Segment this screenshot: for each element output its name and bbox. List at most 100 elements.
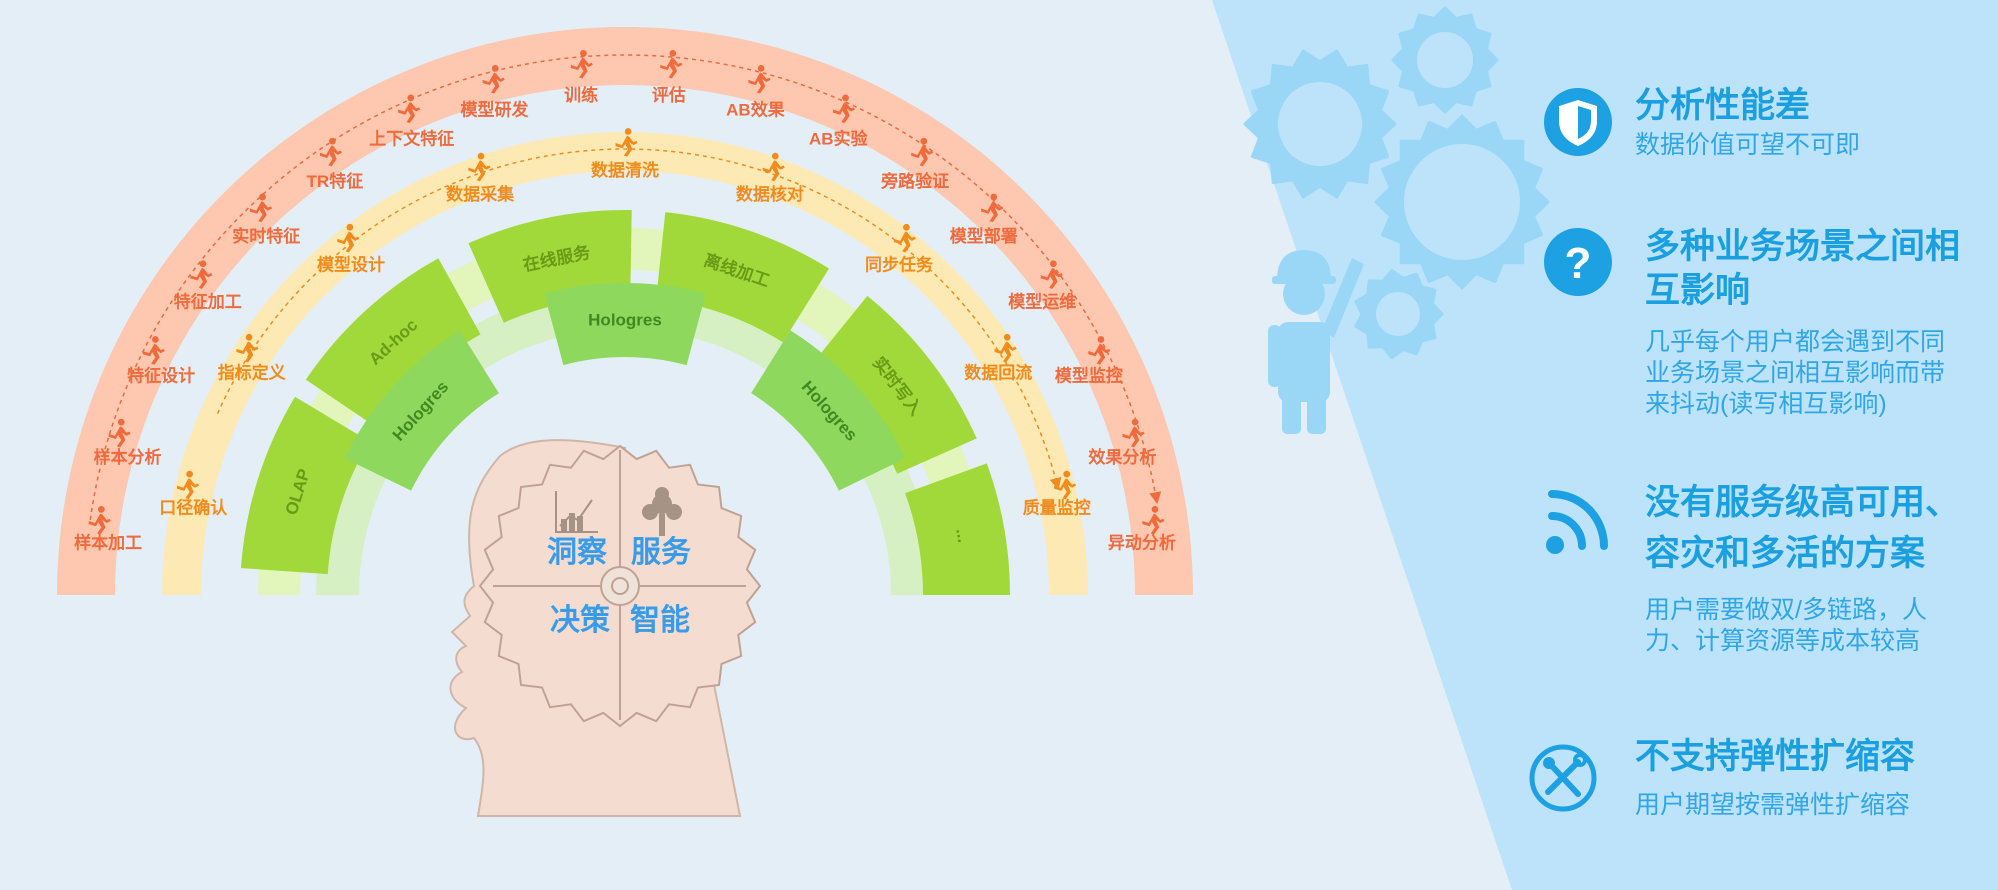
outer-ring-item: AB效果 — [726, 64, 785, 120]
green-ring-segment: 离线加工 — [656, 212, 830, 343]
middle-ring-item: 数据清洗 — [591, 128, 659, 180]
point-1-title: 分析性能差 — [1635, 86, 1811, 125]
outer-ring-item: 训练 — [564, 49, 598, 105]
outer-ring-label: 模型部署 — [950, 226, 1018, 246]
outer-ring-label: AB效果 — [726, 100, 785, 120]
middle-ring-label: 模型设计 — [317, 254, 385, 274]
green-ring-segment: OLAP — [240, 396, 370, 575]
signal-icon — [1546, 490, 1608, 554]
green-segment-label: ... — [952, 527, 973, 544]
middle-ring-item: 口径确认 — [159, 470, 228, 517]
outer-ring-item: 异动分析 — [1108, 506, 1176, 552]
middle-ring-item: 数据采集 — [446, 152, 515, 204]
outer-ring-label: 特征设计 — [127, 366, 195, 386]
outer-ring-item: 样本加工 — [74, 506, 142, 552]
outer-ring-item: 评估 — [652, 49, 686, 105]
outer-ring-label: 上下文特征 — [369, 129, 454, 149]
outer-ring-item: 模型部署 — [950, 193, 1018, 246]
inner-segment-label: Hologres — [588, 310, 662, 329]
inner-ring-segment: Hologres — [544, 283, 706, 366]
point-4-desc: 用户期望按需弹性扩缩容 — [1635, 791, 1911, 819]
gear-icon — [1354, 268, 1444, 360]
outer-ring-item: 效果分析 — [1088, 418, 1156, 467]
outer-ring-item: 模型监控 — [1055, 336, 1123, 386]
outer-ring-item: 模型研发 — [461, 64, 530, 120]
point-1-desc: 数据价值可望不可即 — [1635, 131, 1861, 159]
outer-ring-label: 样本加工 — [74, 532, 142, 552]
point-3-desc-line-2: 力、计算资源等成本较高 — [1645, 627, 1921, 655]
middle-ring-item: 数据核对 — [736, 152, 804, 204]
outer-ring-label: 模型监控 — [1055, 366, 1123, 386]
outer-ring-label: 模型研发 — [461, 100, 530, 120]
middle-ring-label: 数据回流 — [964, 363, 1032, 383]
outer-ring-label: 模型运维 — [1008, 291, 1076, 311]
middle-flow-arrow — [216, 148, 1062, 491]
outer-ring-label: 效果分析 — [1088, 447, 1156, 467]
brain-label-service: 服务 — [631, 536, 691, 569]
middle-ring-label: 数据采集 — [446, 184, 515, 204]
middle-ring-label: 口径确认 — [159, 497, 228, 517]
point-3-title-line-1: 没有服务级高可用、 — [1645, 483, 1961, 522]
brain-label-intelligence: 智能 — [630, 604, 690, 637]
inner-ring-segment: Hologres — [751, 330, 906, 491]
gear-icon — [1243, 49, 1397, 199]
middle-ring-item: 指标定义 — [218, 333, 286, 383]
gear-icon — [1374, 114, 1550, 290]
outer-ring-label: 旁路验证 — [880, 171, 949, 191]
middle-ring-label: 同步任务 — [865, 254, 934, 274]
outer-ring-item: TR特征 — [307, 137, 364, 191]
outer-ring-item: AB实验 — [809, 94, 869, 149]
middle-ring-item: 同步任务 — [865, 223, 934, 274]
outer-ring-label: 评估 — [652, 85, 686, 105]
point-3-desc-line-1: 用户需要做双/多链路，人 — [1645, 596, 1927, 624]
tools-icon — [1529, 744, 1597, 812]
inner-ring-segment: Hologres — [344, 330, 499, 491]
gears-decoration — [1243, 6, 1550, 360]
question-icon: ? — [1544, 228, 1612, 296]
green-ring-segment: ... — [905, 463, 1010, 595]
outer-ring-item: 特征加工 — [174, 260, 242, 311]
outer-ring-label: 训练 — [564, 85, 598, 105]
middle-ring-label: 数据清洗 — [591, 160, 659, 180]
outer-ring-label: 特征加工 — [174, 291, 242, 311]
outer-ring-item: 上下文特征 — [369, 94, 454, 149]
point-2-title-line-1: 多种业务场景之间相 — [1645, 227, 1961, 266]
outer-ring-item: 特征设计 — [127, 336, 195, 386]
outer-ring-label: TR特征 — [307, 171, 364, 191]
brain-label-decision: 决策 — [550, 603, 610, 637]
middle-ring-label: 数据核对 — [736, 184, 804, 204]
green-ring-segment: Ad-hoc — [305, 258, 481, 429]
outer-ring-label: 异动分析 — [1108, 532, 1176, 552]
gear-icon — [1391, 6, 1499, 114]
middle-ring-label: 质量监控 — [1023, 497, 1091, 517]
outer-ring-label: AB实验 — [809, 129, 869, 149]
middle-ring-item: 质量监控 — [1023, 470, 1091, 517]
middle-ring-item: 模型设计 — [317, 223, 385, 274]
engineer-figure — [1268, 250, 1364, 434]
chart-icon — [555, 491, 598, 533]
outer-ring-label: 实时特征 — [232, 226, 300, 246]
tree-icon — [642, 487, 682, 536]
outer-ring-item: 模型运维 — [1008, 260, 1076, 311]
outer-ring-item: 实时特征 — [232, 193, 300, 246]
green-ring-segment: 实时写入 — [812, 295, 977, 474]
point-2-title-line-2: 互影响 — [1645, 271, 1751, 310]
outer-ring-item: 样本分析 — [94, 418, 162, 467]
shield-icon — [1544, 88, 1612, 156]
point-4-title: 不支持弹性扩缩容 — [1635, 737, 1916, 776]
outer-flow-arrow — [89, 54, 1162, 520]
outer-ring-item: 旁路验证 — [880, 137, 949, 191]
head-illustration: 洞察 服务 决策 智能 — [449, 439, 762, 817]
point-2-desc-line-2: 业务场景之间相互影响而带 — [1645, 359, 1946, 387]
svg-text:?: ? — [1565, 239, 1592, 288]
point-2-desc-line-3: 来抖动(读写相互影响) — [1645, 390, 1887, 418]
point-3-title-line-2: 容灾和多活的方案 — [1645, 534, 1926, 573]
outer-ring-band — [57, 27, 1193, 595]
middle-ring-label: 指标定义 — [218, 363, 286, 383]
point-2-desc-line-1: 几乎每个用户都会遇到不同 — [1645, 328, 1946, 356]
brain-label-insight: 洞察 — [547, 535, 608, 569]
outer-ring-label: 样本分析 — [94, 447, 162, 467]
middle-ring-item: 数据回流 — [964, 333, 1032, 383]
